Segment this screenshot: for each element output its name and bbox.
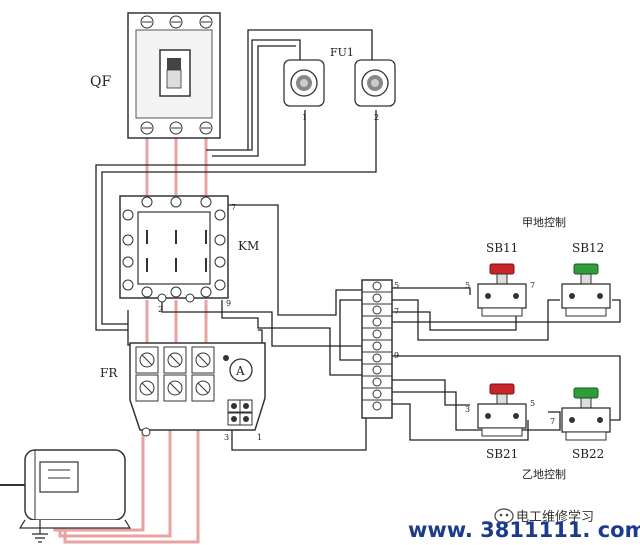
sb11-terminal-7: 7 [530,281,535,290]
zone-a-label: 甲地控制 [522,215,566,229]
sb22-start-button[interactable] [561,387,611,441]
fu1-terminal-2: 2 [374,113,379,122]
ammeter-dial [229,358,253,382]
qf-breaker: QF [90,12,221,139]
watermark-channel: 电工维修学习 [516,509,594,525]
qf-bottom-terminals [140,121,213,135]
sb21-stop-button[interactable] [477,383,527,437]
terminal-strip: 5 7 9 [361,279,399,419]
fu1-label: FU1 [330,46,354,59]
zone-b-label: 乙地控制 [522,467,566,481]
sb11-label: SB11 [486,241,518,255]
strip-terminal-9: 9 [394,351,399,360]
km-terminals [122,196,226,303]
km-terminal-7: 7 [231,203,236,212]
sb12-start-button[interactable] [561,263,611,317]
watermark: 电工维修学习 www. 3811111. com [408,508,640,542]
motor [0,449,132,543]
sb21-terminal-5: 5 [530,399,535,408]
watermark-url: www. 3811111. com [408,518,640,542]
strip-terminal-7: 7 [394,307,399,316]
fu1-terminal-1: 1 [302,113,307,122]
fr-thermal-relay: A FR 3 1 [100,342,266,442]
km-label: KM [238,239,259,253]
fr-aux-terminals [227,399,253,426]
km-terminal-2: 2 [158,305,163,314]
sb22-terminal-7: 7 [550,417,555,426]
km-terminal-9: 9 [226,299,231,308]
sb21-label: SB21 [486,447,518,461]
fr-label: FR [100,366,118,380]
sb22-label: SB22 [572,447,604,461]
fu1-fuses: FU1 1 2 [283,46,396,122]
ammeter-label: A [235,364,245,378]
motor-terminal-box [39,461,79,493]
sb21-terminal-3: 3 [465,405,470,414]
fr-terminal-3: 3 [224,433,229,442]
fr-terminal-1: 1 [257,433,262,442]
qf-label: QF [90,74,111,90]
fuse-1 [283,59,325,107]
fr-terminal-blocks [135,346,215,402]
ground-icon [32,520,48,543]
strip-screws [372,281,382,411]
strip-terminal-5: 5 [394,281,399,290]
chat-bubble-icon [494,508,514,524]
sb11-terminal-5: 5 [465,281,470,290]
km-contactor: KM 7 2 9 [119,195,259,314]
qf-top-terminals [140,15,213,29]
fuse-2 [354,59,396,107]
sb11-stop-button[interactable] [477,263,527,317]
sb12-label: SB12 [572,241,604,255]
